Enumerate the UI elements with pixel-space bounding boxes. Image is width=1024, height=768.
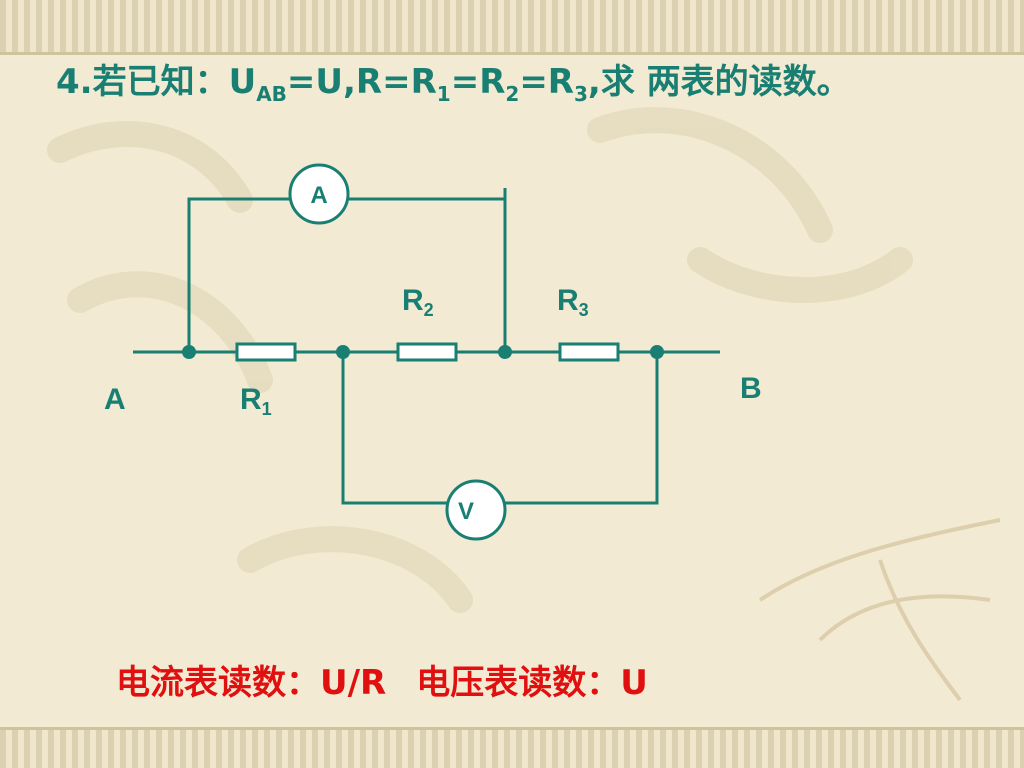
voltmeter-reading: 电压表读数：U (416, 663, 648, 703)
resistor-r2 (396, 342, 458, 362)
voltmeter-symbol (445, 479, 507, 541)
decorative-bottom-border (0, 727, 1024, 768)
resistor-r3 (558, 342, 620, 362)
wire-voltmeter-left (341, 352, 447, 505)
r2-label: R2 (402, 284, 434, 320)
node-a-label: A (104, 383, 126, 416)
ammeter-reading: 电流表读数：U/R (116, 663, 387, 703)
junction-dot-1 (182, 345, 196, 359)
junction-dot-4 (650, 345, 664, 359)
r3-label: R3 (557, 284, 589, 320)
wire-ammeter-right (348, 197, 507, 352)
junction-dot-2 (336, 345, 350, 359)
decorative-top-border (0, 0, 1024, 55)
ammeter-symbol (288, 163, 350, 225)
voltmeter-letter: V (458, 498, 474, 525)
wire-ammeter-left (187, 197, 290, 352)
junction-dot-3 (498, 345, 512, 359)
ammeter-letter: A (310, 182, 327, 209)
wire-voltmeter-right (505, 352, 659, 505)
node-b-label: B (740, 372, 762, 405)
answer-text: 电流表读数：U/R 电压表读数：U (116, 655, 648, 704)
r1-label: R1 (240, 383, 272, 419)
question-title: 4.若已知：UAB=U,R=R1=R2=R3,求 两表的读数。 (56, 62, 851, 106)
resistor-r1 (235, 342, 297, 362)
